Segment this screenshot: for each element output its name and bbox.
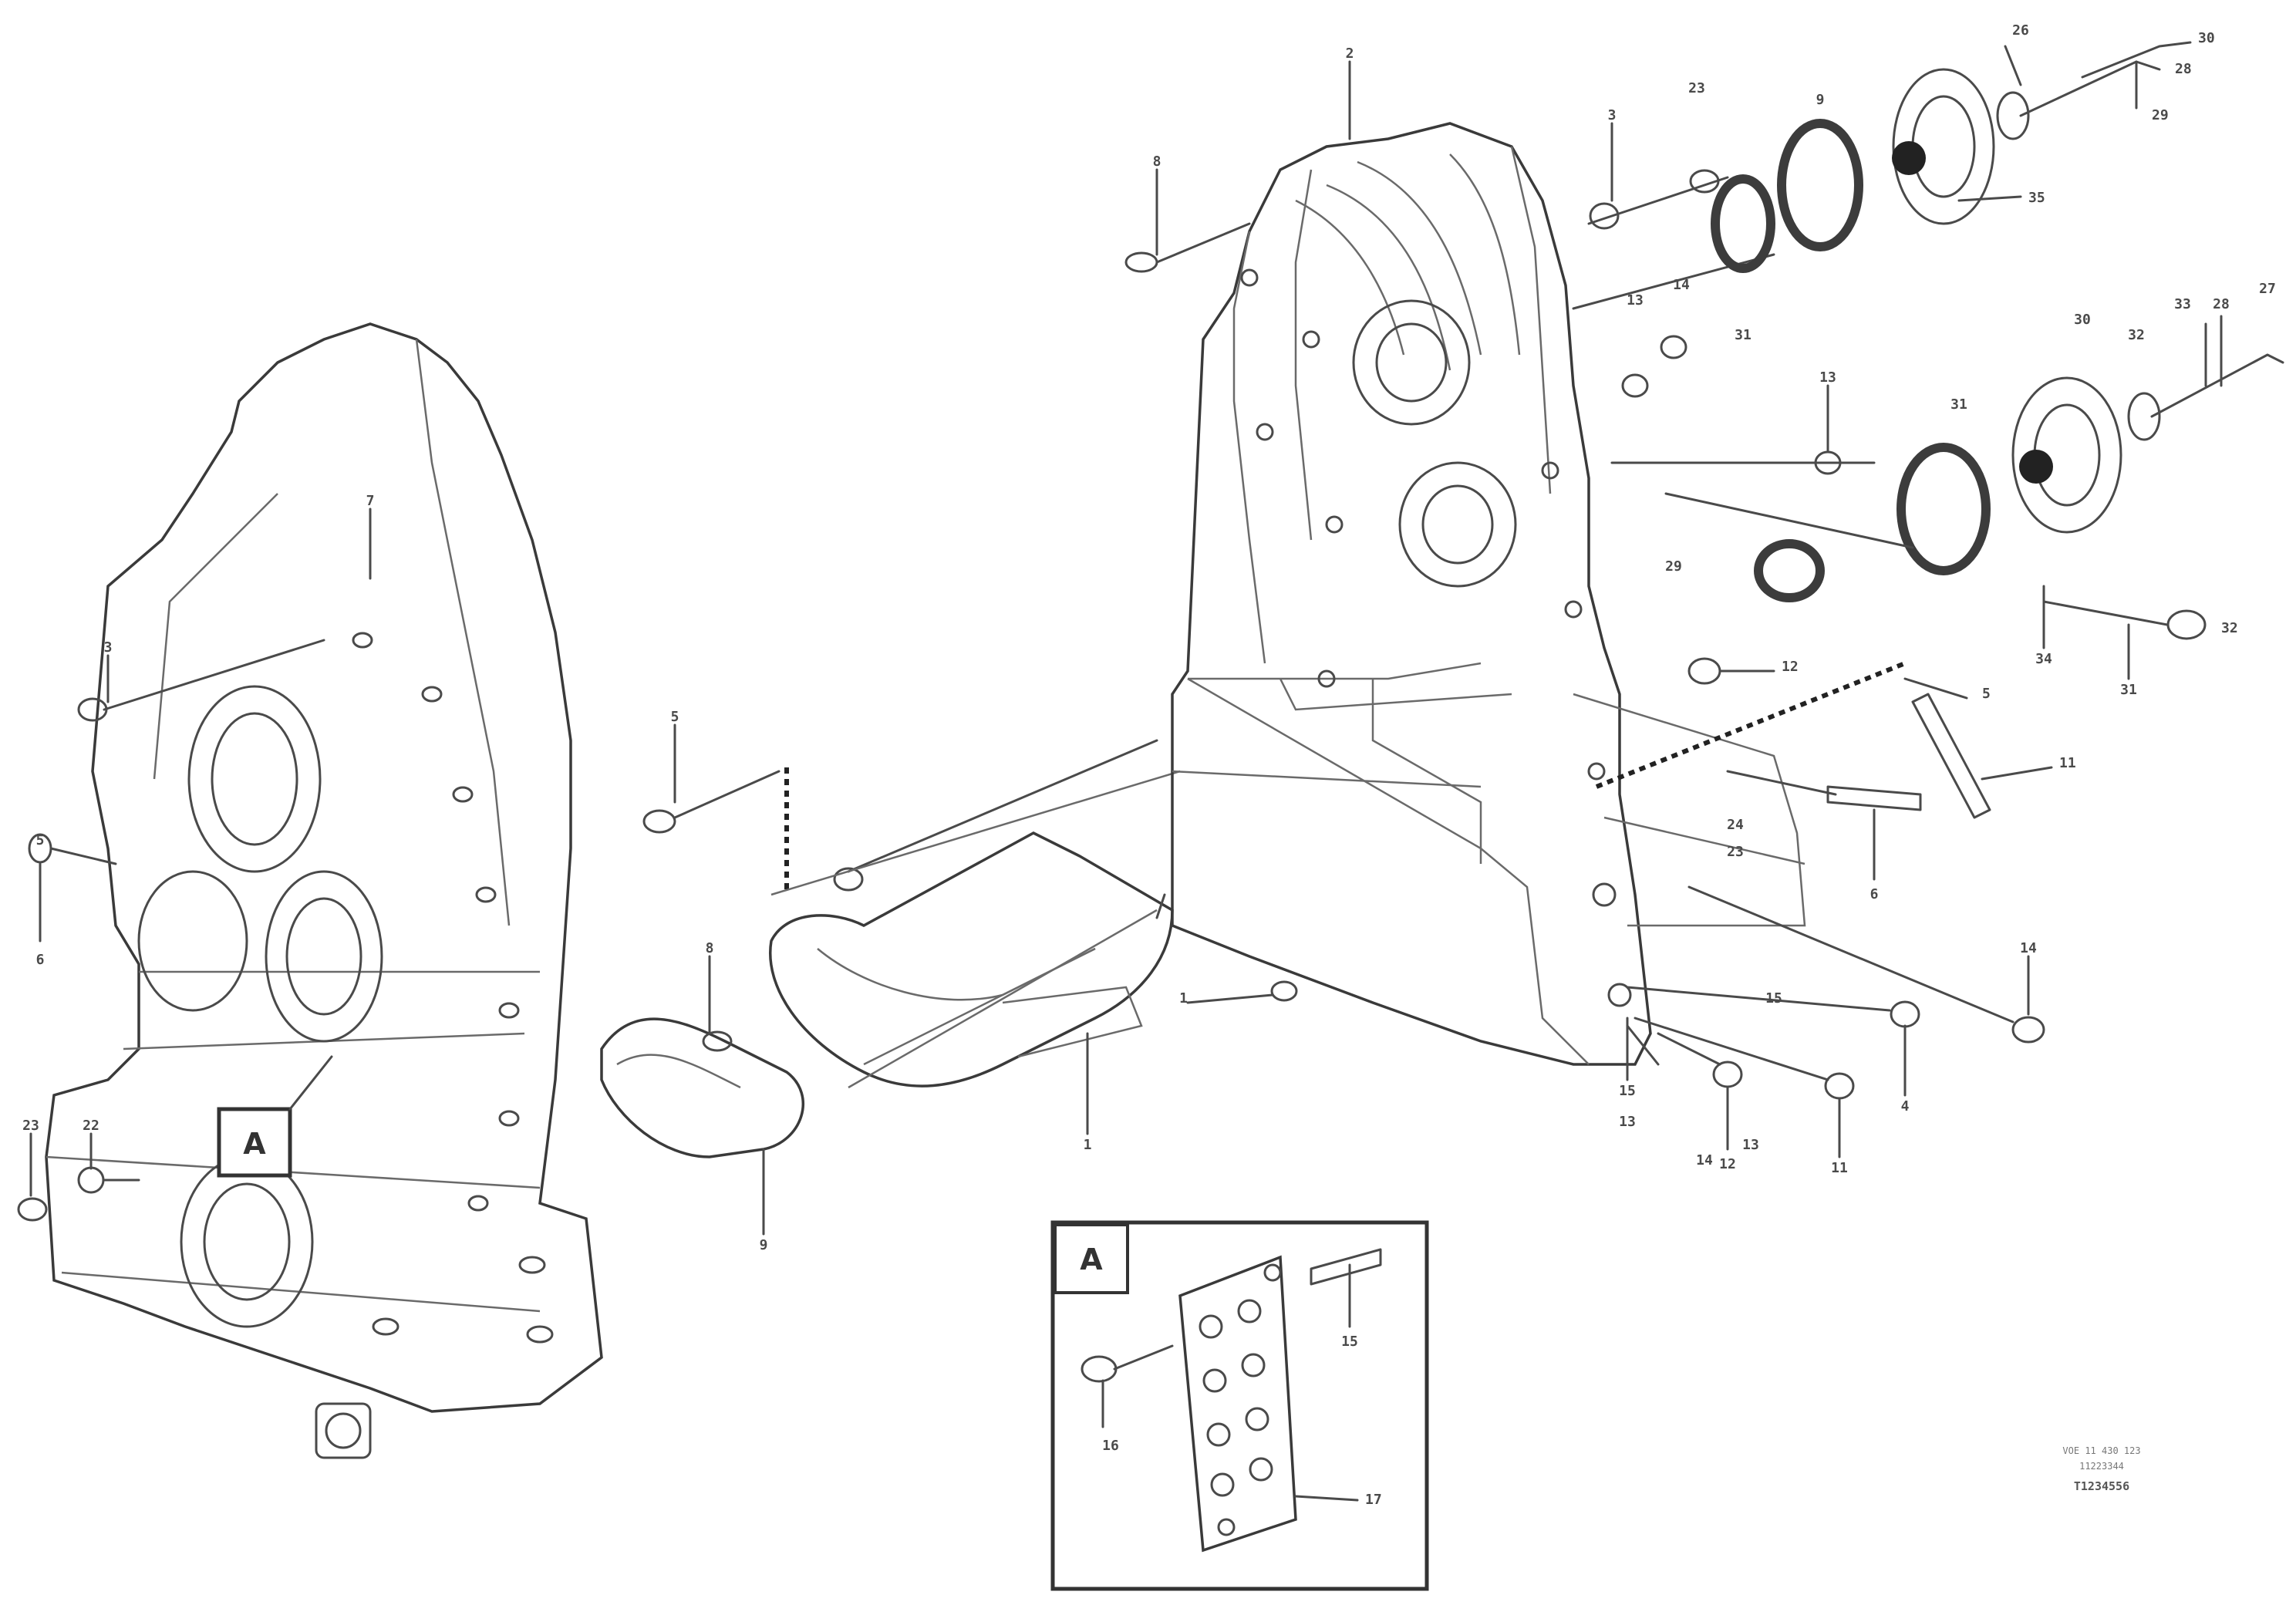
detail-part-label: 15 xyxy=(1341,1334,1358,1350)
svg-text:11223344: 11223344 xyxy=(2079,1461,2124,1472)
part-label: 8 xyxy=(706,940,714,956)
part-label: 23 xyxy=(1688,80,1705,96)
part-label: 35 xyxy=(2028,190,2045,206)
part-label: 30 xyxy=(2198,30,2215,46)
detail-part-label: 16 xyxy=(1102,1438,1119,1454)
part-label: 8 xyxy=(1153,153,1161,170)
part-label: 1 xyxy=(1179,990,1188,1007)
part-label: 23 xyxy=(1727,844,1744,860)
right-casing xyxy=(1171,122,1806,1066)
part-label: 9 xyxy=(1816,92,1825,108)
part-label: 12 xyxy=(1782,659,1799,675)
svg-text:T1234556: T1234556 xyxy=(2074,1479,2129,1493)
svg-text:A: A xyxy=(1080,1243,1103,1276)
part-label: 29 xyxy=(2152,107,2169,123)
part-label: 26 xyxy=(2012,22,2029,39)
part-label: 22 xyxy=(83,1118,99,1134)
part-label: 32 xyxy=(2128,327,2145,343)
upper-seal-stack xyxy=(1689,41,2192,273)
part-number-labels: 7 3 2 8 5 5 8 1 9 1 23 22 6 3 23 13 14 1… xyxy=(22,22,2276,1253)
part-label: 31 xyxy=(1735,327,1752,343)
part-label: 15 xyxy=(1765,990,1782,1007)
svg-text:VOE 11 430 123: VOE 11 430 123 xyxy=(2062,1445,2140,1456)
part-label: 28 xyxy=(2175,61,2192,77)
part-label: 34 xyxy=(2035,651,2052,667)
middle-parts xyxy=(600,723,1298,1236)
part-label: 32 xyxy=(2221,620,2238,636)
svg-text:A: A xyxy=(243,1127,266,1161)
part-label: 24 xyxy=(1727,817,1744,833)
part-label: 2 xyxy=(1346,46,1354,62)
part-label: 29 xyxy=(1665,558,1682,575)
part-label: 23 xyxy=(22,1118,39,1134)
left-housing xyxy=(45,322,603,1459)
part-label: 27 xyxy=(2259,281,2276,297)
part-label: 5 xyxy=(671,709,679,725)
part-label: 15 xyxy=(1619,1083,1636,1099)
part-label: 11 xyxy=(1831,1160,1848,1176)
part-label: 14 xyxy=(1673,277,1690,293)
part-label: 4 xyxy=(1901,1098,1910,1114)
part-label: 14 xyxy=(1696,1152,1713,1168)
part-label: 6 xyxy=(1870,886,1879,902)
part-label: 5 xyxy=(36,832,45,848)
part-label: 13 xyxy=(1627,292,1644,309)
left-fasteners xyxy=(17,508,372,1222)
part-label: 3 xyxy=(1608,107,1617,123)
part-label: 3 xyxy=(104,639,113,656)
part-label: 30 xyxy=(2074,312,2091,328)
detail-view-a: A 15 16 17 xyxy=(1050,1220,1429,1591)
right-small-parts xyxy=(1124,60,2053,1158)
part-label: 6 xyxy=(36,952,45,968)
part-label: 5 xyxy=(1982,686,1991,702)
part-label: 31 xyxy=(1950,396,1967,413)
part-label: 9 xyxy=(760,1237,768,1253)
part-label: 13 xyxy=(1742,1137,1759,1153)
part-label: 28 xyxy=(2213,296,2230,312)
part-label: 33 xyxy=(2174,296,2191,312)
part-label: 31 xyxy=(2120,682,2137,698)
part-label: 14 xyxy=(2020,940,2037,956)
callout-a-marker: A xyxy=(217,1055,333,1178)
part-label: 7 xyxy=(366,493,375,509)
part-label: 12 xyxy=(1719,1156,1736,1172)
lower-seal-stack xyxy=(1664,315,2284,680)
part-label: 1 xyxy=(1084,1137,1092,1153)
detail-part-label: 17 xyxy=(1365,1492,1382,1508)
drawing-reference: VOE 11 430 123 11223344 T1234556 xyxy=(2062,1445,2140,1493)
part-label: 13 xyxy=(1819,369,1836,386)
part-label: 11 xyxy=(2059,755,2076,771)
part-label: 13 xyxy=(1619,1114,1636,1130)
